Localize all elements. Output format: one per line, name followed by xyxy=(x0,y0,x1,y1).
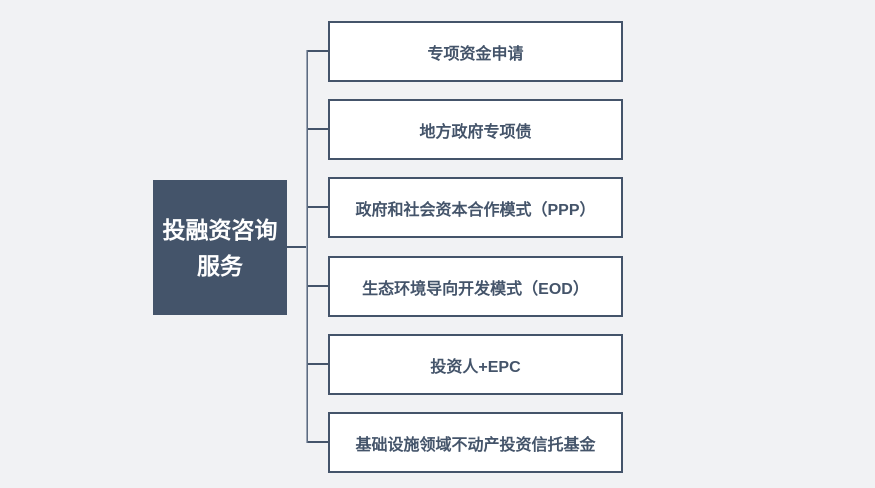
leaf-label: 基础设施领域不动产投资信托基金 xyxy=(355,436,596,454)
leaf-label: 投资人+EPC xyxy=(430,358,521,376)
connector-root-branch xyxy=(287,246,306,248)
root-label-line-2: 服务 xyxy=(197,252,243,279)
leaf-box-ppp-model[interactable]: 政府和社会资本合作模式（PPP） xyxy=(328,177,623,238)
connector-branch-3 xyxy=(308,206,328,208)
leaf-label: 专项资金申请 xyxy=(427,45,524,63)
leaf-label: 政府和社会资本合作模式（PPP） xyxy=(355,201,596,219)
connector-branch-2 xyxy=(308,128,328,130)
leaf-box-investor-plus-epc[interactable]: 投资人+EPC xyxy=(328,334,623,395)
root-node[interactable]: 投融资咨询 服务 xyxy=(153,180,287,315)
leaf-box-local-government-special-bond[interactable]: 地方政府专项债 xyxy=(328,99,623,160)
leaf-box-eod-model[interactable]: 生态环境导向开发模式（EOD） xyxy=(328,256,623,317)
connector-branch-6 xyxy=(308,441,328,443)
leaf-label: 地方政府专项债 xyxy=(419,123,532,141)
leaf-label: 生态环境导向开发模式（EOD） xyxy=(362,280,589,298)
root-label-line-1: 投融资咨询 xyxy=(162,216,278,243)
connector-branch-5 xyxy=(308,363,328,365)
connector-branch-1 xyxy=(308,50,328,52)
leaf-box-infrastructure-reits[interactable]: 基础设施领域不动产投资信托基金 xyxy=(328,412,623,473)
leaf-box-special-fund-application[interactable]: 专项资金申请 xyxy=(328,21,623,82)
connector-trunk xyxy=(306,50,308,443)
connector-branch-4 xyxy=(308,285,328,287)
